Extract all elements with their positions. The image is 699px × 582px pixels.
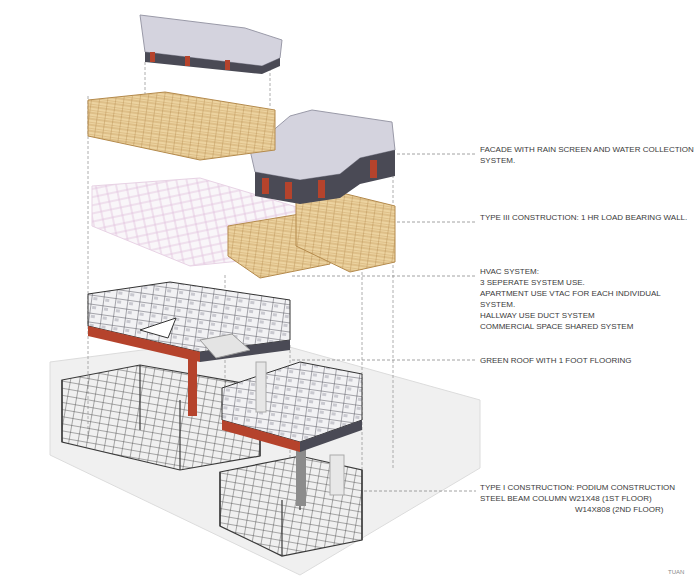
ground-plane <box>50 336 480 575</box>
callout-group: TUAN <box>668 568 696 576</box>
callout-group: TYPE I CONSTRUCTION: PODIUM CONSTRUCTION… <box>480 482 695 515</box>
facade <box>255 150 395 204</box>
callout-text: W14X808 (2ND FLOOR) <box>480 504 695 515</box>
callout-text: TYPE III CONSTRUCTION: 1 HR LOAD BEARING… <box>480 212 694 223</box>
column <box>256 362 266 412</box>
callout-text: HALLWAY USE DUCT SYSTEM <box>480 310 694 321</box>
stair <box>200 334 250 358</box>
callout-group: HVAC SYSTEM:3 SEPERATE SYSTEM USE.APARTM… <box>480 266 694 332</box>
core-column <box>330 455 344 495</box>
callout-text: GREEN ROOF WITH 1 FOOT FLOORING <box>480 355 694 366</box>
wood-structure <box>88 92 275 160</box>
facade-band <box>222 420 300 452</box>
callout-text: STEEL BEAM COLUMN W21X48 (1ST FLOOR) <box>480 493 695 504</box>
column <box>188 352 197 416</box>
watermark: TUAN <box>668 568 696 576</box>
callout-group: FACADE WITH RAIN SCREEN AND WATER COLLEC… <box>480 144 694 166</box>
courtyard-void <box>140 318 176 338</box>
callout-text: APARTMENT USE VTAC FOR EACH INDIVIDUAL S… <box>480 288 694 310</box>
callout-text: FACADE WITH RAIN SCREEN AND WATER COLLEC… <box>480 144 694 166</box>
callout-text: HVAC SYSTEM: <box>480 266 694 277</box>
callout-group: TYPE III CONSTRUCTION: 1 HR LOAD BEARING… <box>480 212 694 223</box>
callout-text: 3 SEPERATE SYSTEM USE. <box>480 277 694 288</box>
callout-group: GREEN ROOF WITH 1 FOOT FLOORING <box>480 355 694 366</box>
callout-text: TYPE I CONSTRUCTION: PODIUM CONSTRUCTION <box>480 482 695 493</box>
callout-text: COMMERCIAL SPACE SHARED SYSTEM <box>480 321 694 332</box>
steel-columns <box>220 456 362 556</box>
facade-panels <box>262 160 377 199</box>
facade-band <box>300 420 362 452</box>
steel-frame <box>220 456 362 556</box>
leader-lines <box>292 154 476 491</box>
facade-panels <box>150 52 230 70</box>
facade <box>145 52 280 74</box>
